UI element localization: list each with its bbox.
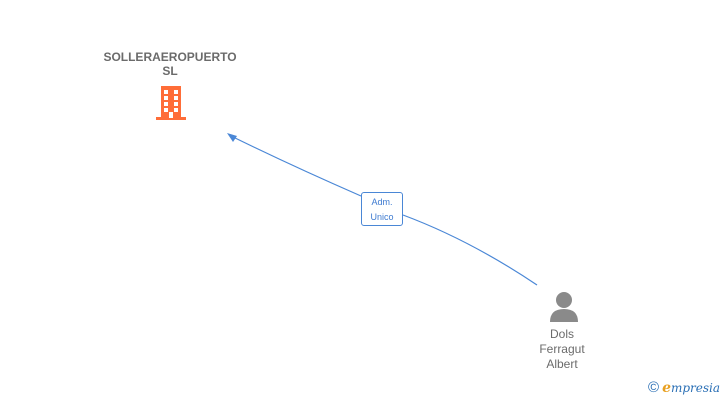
building-icon[interactable] (154, 84, 188, 122)
relationship-edge-upper (228, 134, 362, 197)
person-name-line1: Dols (549, 327, 574, 341)
company-name[interactable]: SOLLERAEROPUERTO SL (90, 50, 250, 78)
relationship-label-line2: Unico (370, 212, 394, 222)
company-name-line1: SOLLERAEROPUERTO (103, 50, 237, 64)
relationship-edge (402, 214, 538, 286)
copyright-icon: © (648, 379, 660, 396)
company-name-line2: SL (162, 64, 178, 78)
person-icon[interactable] (548, 290, 580, 324)
person-name-line2: Ferragut (539, 342, 585, 356)
arrowhead-icon (227, 133, 237, 142)
brand-logo-text: mpresia (670, 381, 721, 395)
brand-logo[interactable]: ©empresia (648, 378, 720, 397)
relationship-label[interactable]: Adm. Unico (361, 192, 403, 226)
relationship-label-line1: Adm. (371, 197, 393, 207)
person-name-line3: Albert (546, 357, 578, 371)
brand-logo-initial: e (662, 380, 671, 396)
person-name[interactable]: Dols Ferragut Albert (520, 327, 604, 372)
